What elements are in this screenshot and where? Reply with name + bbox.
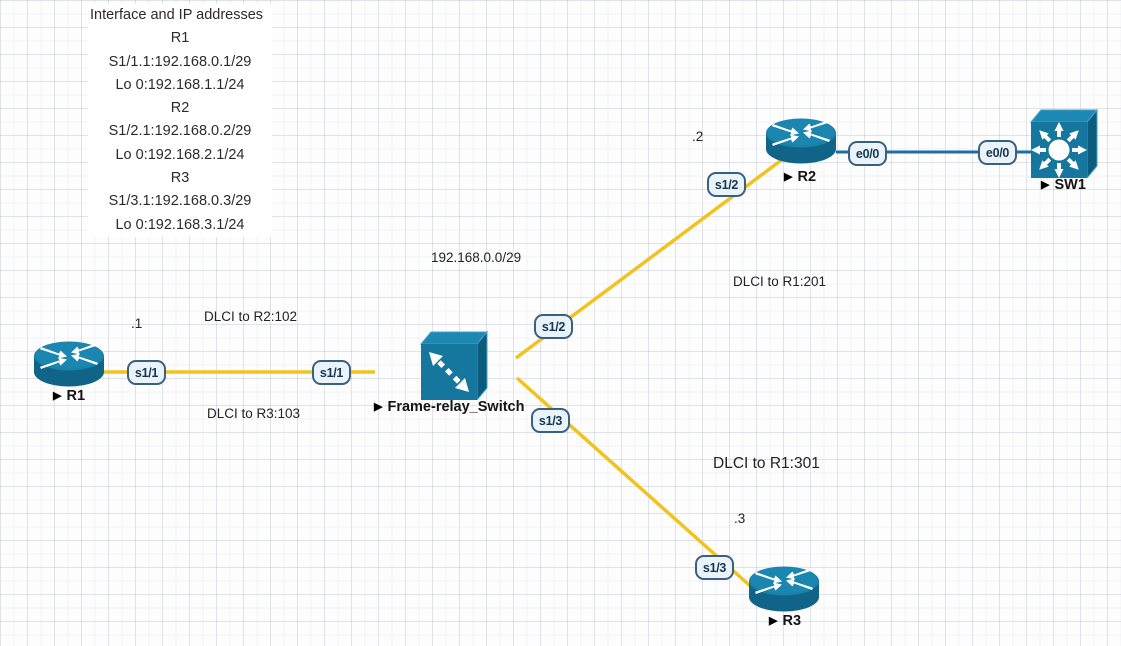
node-router-r2[interactable] <box>765 114 837 168</box>
node-frame-relay-switch[interactable] <box>417 328 489 400</box>
frame-relay-switch-icon <box>419 330 489 400</box>
node-router-r3[interactable] <box>748 562 820 616</box>
node-label-text: R2 <box>797 169 817 185</box>
note-line: S1/3.1:192.168.0.3/29 <box>108 193 252 210</box>
router-icon <box>34 341 104 387</box>
annotation-dlci-r1-201[interactable]: DLCI to R1:201 <box>733 274 827 289</box>
router-icon <box>766 118 836 164</box>
note-line: S1/2.1:192.168.0.2/29 <box>108 123 252 140</box>
interface-label-s1-1-r1[interactable]: s1/1 <box>127 360 166 385</box>
node-label-r2[interactable]: ▶ R2 <box>784 169 816 185</box>
interface-label-s1-3-r3[interactable]: s1/3 <box>695 555 734 580</box>
ip-address-note[interactable]: Interface and IP addresses R1 S1/1.1:192… <box>88 4 272 237</box>
label-marker-icon: ▶ <box>1041 178 1050 191</box>
note-line: Lo 0:192.168.1.1/24 <box>115 76 245 93</box>
node-label-text: Frame-relay_Switch <box>387 399 525 415</box>
annotation-dlci-r3-103[interactable]: DLCI to R3:103 <box>207 406 301 421</box>
node-router-r1[interactable] <box>33 337 105 391</box>
note-line: R3 <box>170 170 190 187</box>
interface-label-s1-3-fr[interactable]: s1/3 <box>531 408 570 433</box>
label-marker-icon: ▶ <box>784 170 793 183</box>
interface-label-s1-2-fr[interactable]: s1/2 <box>534 314 573 339</box>
note-title: Interface and IP addresses <box>90 7 264 23</box>
note-line: R1 <box>170 30 190 47</box>
label-marker-icon: ▶ <box>374 400 383 413</box>
node-label-text: R1 <box>66 388 86 404</box>
note-line: Lo 0:192.168.3.1/24 <box>115 216 245 233</box>
node-label-text: R3 <box>782 613 802 629</box>
label-marker-icon: ▶ <box>53 389 62 402</box>
node-label-sw1[interactable]: ▶ SW1 <box>1041 177 1086 193</box>
node-label-frame-relay-switch[interactable]: ▶ Frame-relay_Switch <box>374 399 524 415</box>
annotation-dlci-r1-301[interactable]: DLCI to R1:301 <box>713 455 820 472</box>
node-label-r1[interactable]: ▶ R1 <box>53 388 85 404</box>
interface-label-e0-0-r2[interactable]: e0/0 <box>848 141 887 166</box>
interface-label-s1-1-fr[interactable]: s1/1 <box>312 360 351 385</box>
node-label-r3[interactable]: ▶ R3 <box>769 613 801 629</box>
ethernet-switch-icon <box>1029 108 1099 178</box>
annotation-subnet[interactable]: 192.168.0.0/29 <box>431 250 522 265</box>
annotation-ip-dot1[interactable]: .1 <box>131 316 143 331</box>
node-switch-sw1[interactable] <box>1027 106 1099 178</box>
note-line: R2 <box>170 100 190 117</box>
node-label-text: SW1 <box>1054 177 1086 193</box>
note-line: Lo 0:192.168.2.1/24 <box>115 146 245 163</box>
annotation-ip-dot3[interactable]: .3 <box>734 511 746 526</box>
label-marker-icon: ▶ <box>769 614 778 627</box>
note-line: S1/1.1:192.168.0.1/29 <box>108 53 252 70</box>
annotation-dlci-r2-102[interactable]: DLCI to R2:102 <box>204 309 298 324</box>
interface-label-s1-2-r2[interactable]: s1/2 <box>707 172 746 197</box>
interface-label-e0-0-sw1[interactable]: e0/0 <box>978 140 1017 165</box>
router-icon <box>749 566 819 612</box>
annotation-ip-dot2[interactable]: .2 <box>692 129 704 144</box>
